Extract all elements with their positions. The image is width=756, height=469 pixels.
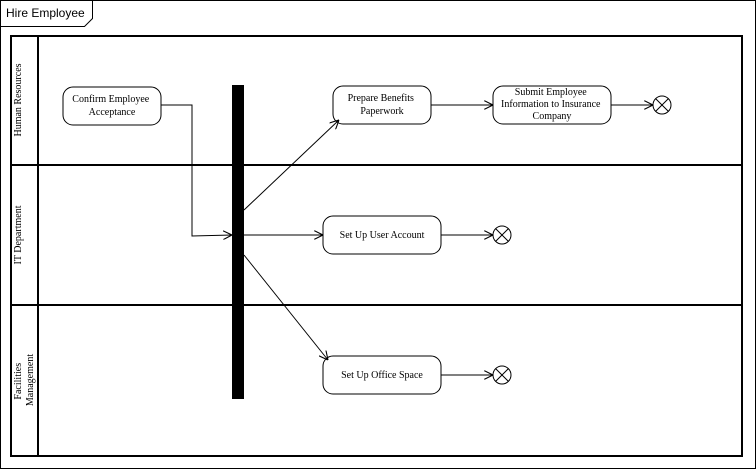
activity-submit-employee-information[interactable]: Submit Employee Information to Insurance… bbox=[492, 85, 612, 125]
activity-label: Confirm Employee Acceptance bbox=[72, 94, 151, 118]
control-flows bbox=[161, 105, 653, 375]
lane-label-facilities-management: Facilities Management bbox=[13, 354, 36, 406]
swimlane-border bbox=[10, 35, 743, 457]
activity-confirm-employee-acceptance[interactable]: Confirm Employee Acceptance bbox=[62, 86, 162, 126]
lane-label-human-resources: Human Resources bbox=[13, 63, 24, 136]
final-node[interactable] bbox=[492, 365, 512, 385]
swimlanes: Human Resources IT Department Facilities… bbox=[10, 35, 743, 457]
flow-fork-to-office-space[interactable] bbox=[243, 254, 328, 360]
final-node[interactable] bbox=[652, 95, 672, 115]
lane-label-it-department: IT Department bbox=[13, 205, 24, 264]
fork-bar[interactable] bbox=[232, 85, 244, 399]
flow-confirm-to-fork[interactable] bbox=[161, 104, 232, 236]
frame-title: Hire Employee bbox=[6, 6, 85, 20]
activity-set-up-user-account[interactable]: Set Up User Account bbox=[322, 215, 442, 255]
frame-tab bbox=[0, 0, 93, 27]
activity-label: Submit Employee Information to Insurance… bbox=[501, 87, 603, 122]
flow-fork-to-benefits[interactable] bbox=[243, 120, 339, 211]
activity-label: Set Up User Account bbox=[340, 230, 425, 241]
activity-label: Set Up Office Space bbox=[341, 370, 423, 381]
activity-set-up-office-space[interactable]: Set Up Office Space bbox=[322, 355, 442, 395]
final-node[interactable] bbox=[492, 225, 512, 245]
activity-label: Prepare Benefits Paperwork bbox=[348, 93, 417, 117]
activity-prepare-benefits-paperwork[interactable]: Prepare Benefits Paperwork bbox=[332, 85, 432, 125]
